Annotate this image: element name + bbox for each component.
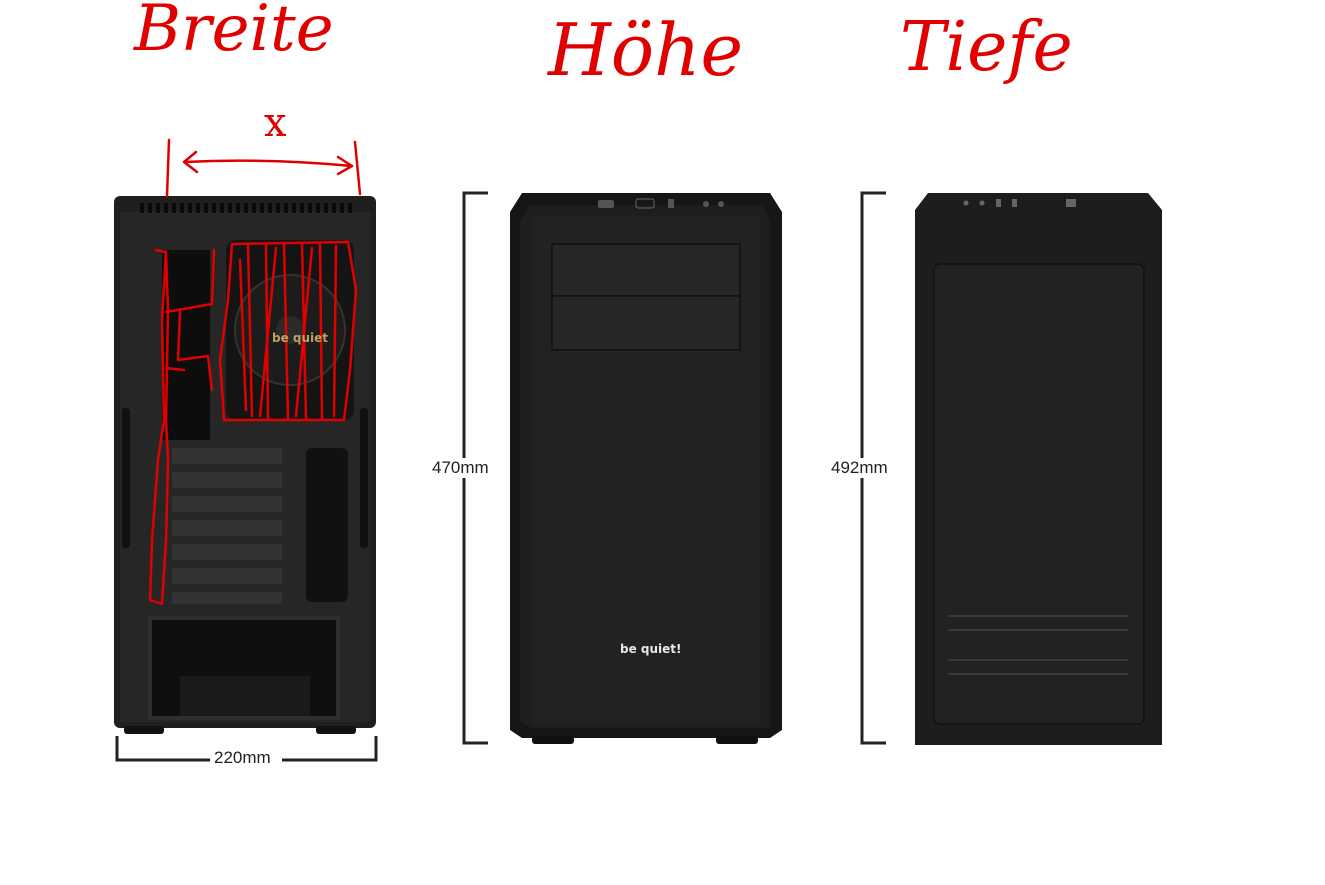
label-tiefe: Tiefe — [900, 8, 1073, 87]
case-front-view — [510, 193, 782, 744]
expansion-slots — [172, 448, 282, 604]
depth-label: 492mm — [829, 458, 890, 478]
io-scribble — [148, 248, 170, 606]
label-hoehe: Höhe — [548, 8, 744, 92]
width-dimension-line — [115, 736, 378, 762]
height-label: 470mm — [430, 458, 491, 478]
width-label: 220mm — [212, 748, 273, 768]
front-drive-bay-top — [551, 243, 741, 297]
fan-scribble — [218, 240, 358, 422]
side-top-io — [963, 199, 1076, 207]
front-drive-bay-bottom — [551, 295, 741, 351]
label-x: x — [264, 100, 287, 146]
label-breite: Breite — [134, 0, 334, 66]
svg-text:be quiet: be quiet — [272, 331, 328, 345]
case-rear-view — [114, 196, 376, 734]
red-annotations — [148, 138, 362, 606]
width-tick-right — [353, 140, 362, 196]
side-vent-lines — [948, 615, 1128, 675]
case-side-view — [915, 193, 1162, 745]
rear-top-vent — [140, 203, 352, 213]
brand-logo-text: be quiet! — [620, 642, 682, 656]
width-arrow — [182, 159, 354, 168]
rear-io-cutout — [162, 250, 210, 440]
width-tick-left — [165, 138, 171, 198]
front-io-panel — [598, 198, 724, 209]
rear-side-vent — [306, 448, 348, 602]
